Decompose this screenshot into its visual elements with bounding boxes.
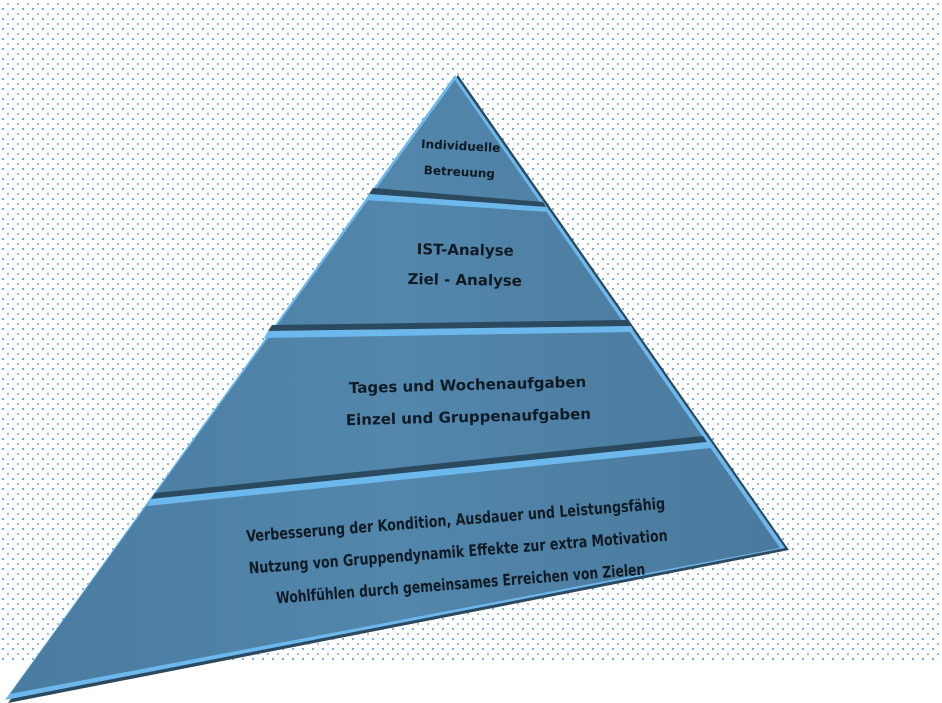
level-separator-1 (365, 188, 549, 212)
level-2-line-1: IST-Analyse (417, 240, 514, 260)
level-separator-3 (147, 436, 711, 506)
level-1: Individuelle Betreuung (421, 137, 501, 181)
level-separator-2 (264, 320, 634, 338)
level-1-line-1: Individuelle (421, 137, 501, 155)
level-1-line-2: Betreuung (423, 163, 495, 181)
level-2-line-2: Ziel - Analyse (407, 270, 522, 290)
pyramid-body (10, 80, 780, 694)
level-2: IST-Analyse Ziel - Analyse (407, 240, 522, 290)
